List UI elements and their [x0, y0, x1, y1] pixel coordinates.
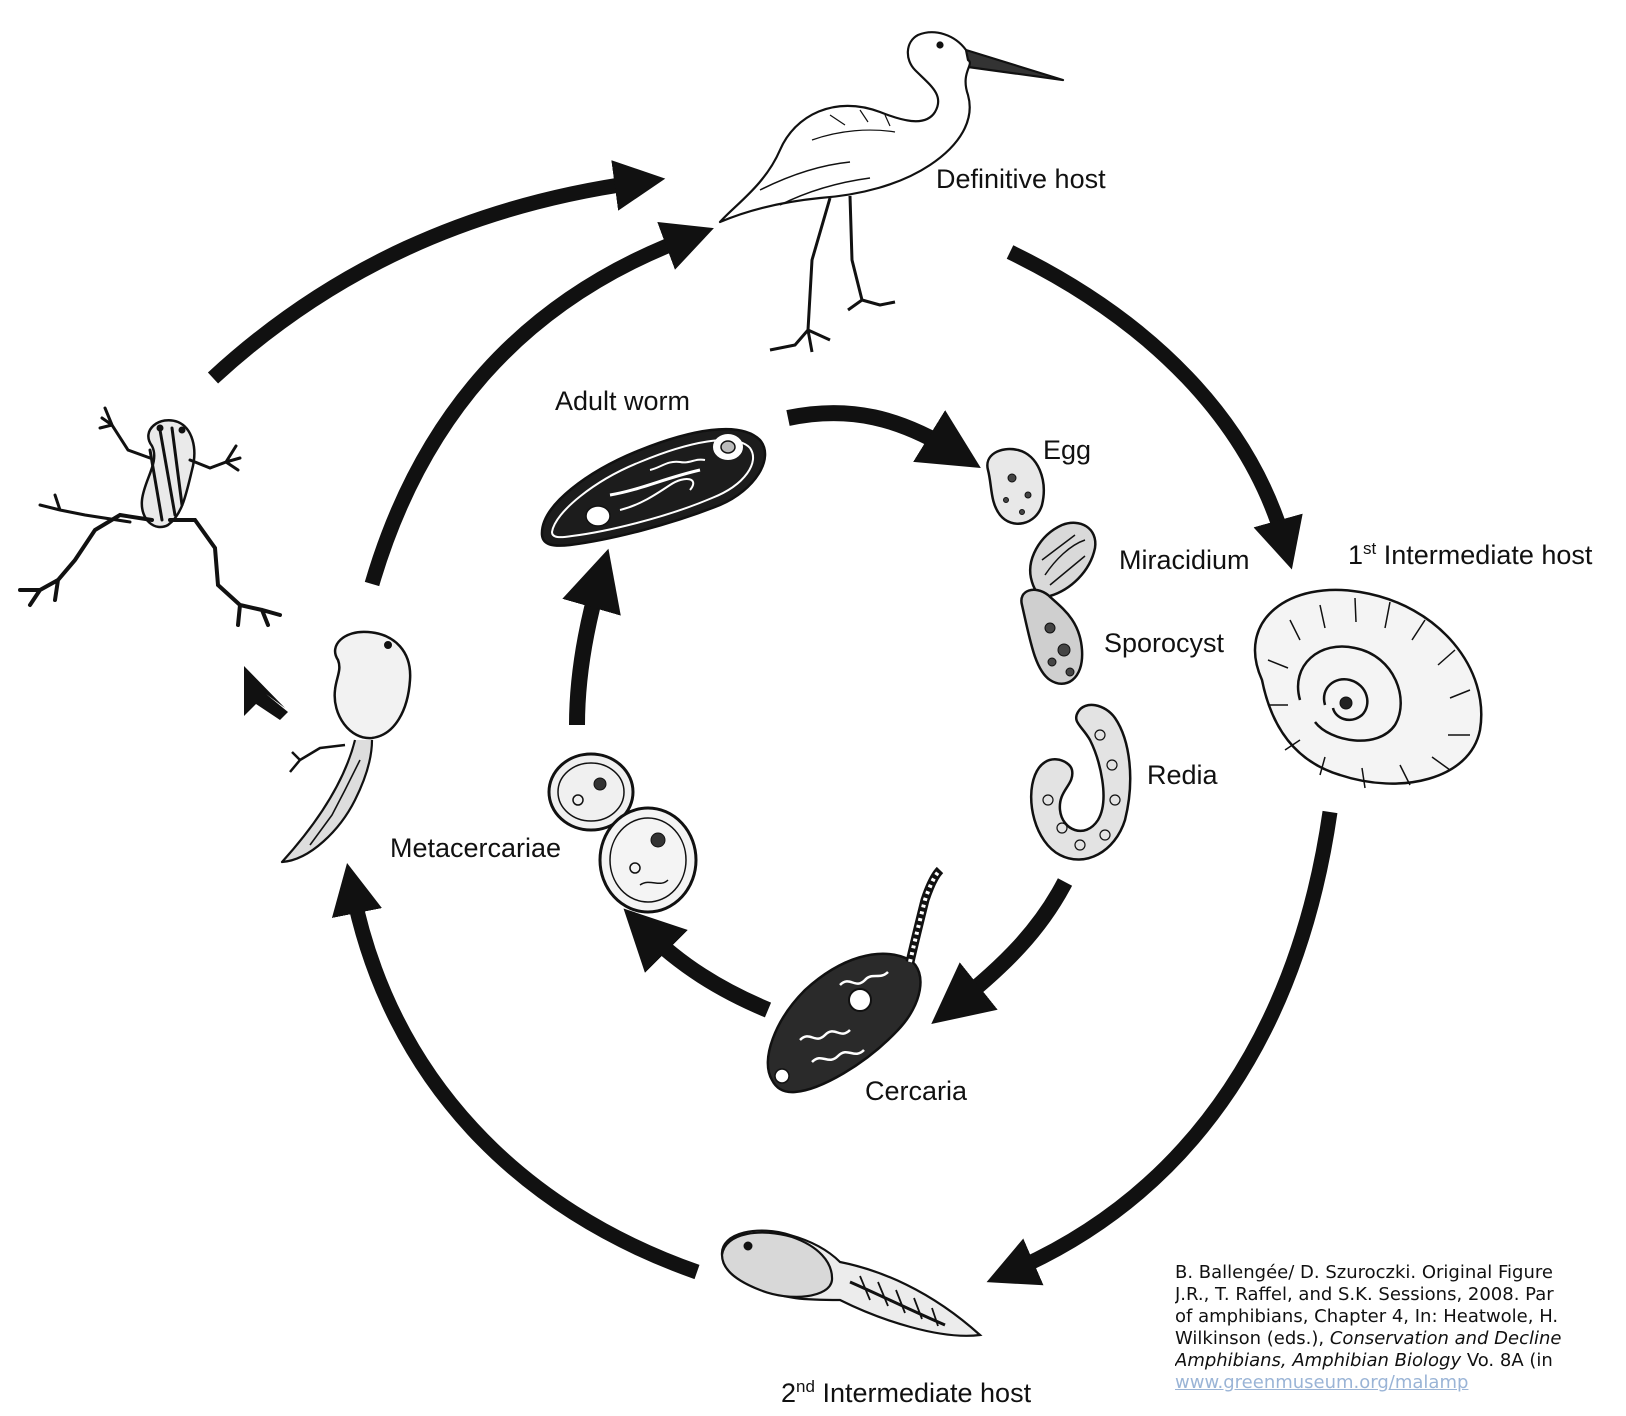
- credit-line-5-text: Vo. 8A (in: [1461, 1350, 1553, 1371]
- credit-book-title-2: Amphibians, Amphibian Biology: [1175, 1350, 1461, 1371]
- tadpole-icon: [722, 1231, 980, 1336]
- arrow-metacercariae-to-adult: [577, 578, 600, 725]
- sporocyst-icon: [1021, 590, 1082, 684]
- credit-line-1: B. Ballengée/ D. Szuroczki. Original Fig…: [1175, 1262, 1626, 1284]
- label-redia: Redia: [1147, 762, 1218, 789]
- label-metacercariae: Metacercariae: [390, 835, 561, 862]
- first-host-text: Intermediate host: [1376, 540, 1592, 570]
- label-miracidium: Miracidium: [1119, 547, 1250, 574]
- label-sporocyst: Sporocyst: [1104, 630, 1224, 657]
- arrow-adult-to-egg: [788, 413, 955, 452]
- arrow-cercaria-to-metacercariae: [645, 930, 768, 1010]
- arrow-tadpole-to-metamorph: [352, 888, 697, 1272]
- metamorph-icon: [282, 632, 410, 862]
- credit-line-3: of amphibians, Chapter 4, In: Heatwole, …: [1175, 1306, 1626, 1328]
- first-host-suffix: st: [1363, 539, 1376, 558]
- second-host-text: Intermediate host: [815, 1378, 1031, 1408]
- credit-line-4: Wilkinson (eds.), Conservation and Decli…: [1175, 1328, 1626, 1350]
- snail-icon: [1255, 590, 1481, 788]
- credit-link-text[interactable]: www.greenmuseum.org/malamp: [1175, 1372, 1468, 1393]
- metacercariae-icon: [549, 754, 696, 912]
- first-host-number: 1: [1348, 540, 1363, 570]
- miracidium-icon: [1030, 523, 1095, 597]
- label-cercaria: Cercaria: [865, 1078, 967, 1105]
- credit-line-4-text: Wilkinson (eds.),: [1175, 1328, 1330, 1349]
- egg-icon: [987, 449, 1043, 524]
- credit-line-5: Amphibians, Amphibian Biology Vo. 8A (in: [1175, 1350, 1626, 1372]
- credit-book-title-1: Conservation and Decline: [1330, 1328, 1562, 1349]
- arrow-redia-to-cercaria: [955, 882, 1065, 1005]
- credit-text: B. Ballengée/ D. Szuroczki. Original Fig…: [1175, 1262, 1626, 1394]
- second-host-suffix: nd: [796, 1377, 815, 1396]
- second-host-number: 2: [781, 1378, 796, 1408]
- arrow-egret-to-snail: [1010, 252, 1285, 545]
- credit-line-2: J.R., T. Raffel, and S.K. Sessions, 2008…: [1175, 1284, 1626, 1306]
- label-adult-worm: Adult worm: [555, 388, 690, 415]
- adult-worm-icon: [542, 429, 765, 546]
- label-definitive-host: Definitive host: [936, 166, 1106, 193]
- arrow-metamorph-to-frog: [244, 666, 288, 720]
- label-second-intermediate-host: 2nd Intermediate host: [781, 1378, 1031, 1407]
- credit-link[interactable]: www.greenmuseum.org/malamp: [1175, 1372, 1626, 1394]
- cercaria-icon: [768, 870, 940, 1092]
- arrow-frog-to-egret: [213, 182, 640, 378]
- label-egg: Egg: [1043, 437, 1091, 464]
- redia-icon: [1031, 705, 1130, 860]
- label-first-intermediate-host: 1st Intermediate host: [1348, 540, 1592, 569]
- frog-icon: [20, 408, 280, 625]
